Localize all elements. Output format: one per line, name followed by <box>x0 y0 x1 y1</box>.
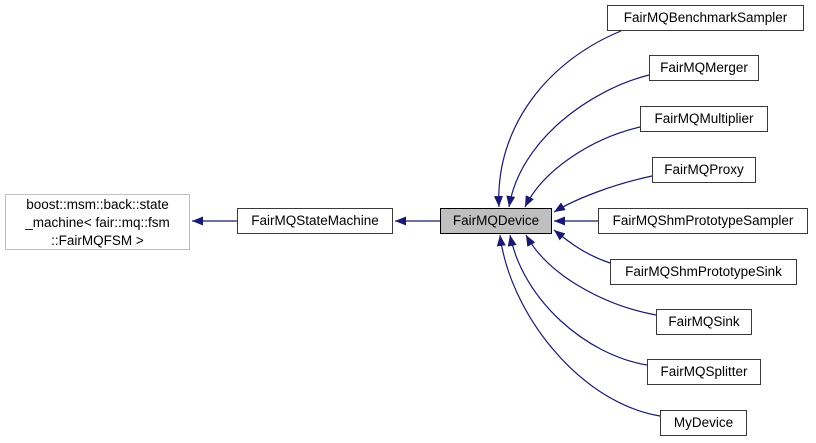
node-fairmqsplitter[interactable]: FairMQSplitter <box>647 359 761 385</box>
node-fairmqmultiplier[interactable]: FairMQMultiplier <box>640 106 768 132</box>
edge-splitter-to-device <box>507 234 648 366</box>
edge-benchmarksampler-to-device <box>493 30 622 208</box>
node-fairmqbenchmarksampler[interactable]: FairMQBenchmarkSampler <box>607 5 804 31</box>
node-fairmqproxy[interactable]: FairMQProxy <box>652 157 756 183</box>
edge-merger-to-device <box>506 74 650 208</box>
node-fairmqsink[interactable]: FairMQSink <box>656 309 752 335</box>
node-mydevice[interactable]: MyDevice <box>660 410 747 436</box>
node-fairmqdevice: FairMQDevice <box>440 208 552 234</box>
edge-shmprototypesink-to-device <box>553 229 611 264</box>
node-fairmqshmprototypesampler[interactable]: FairMQShmPrototypeSampler <box>598 208 808 234</box>
node-boost-msm-state-machine: boost::msm::back::state _machine< fair::… <box>5 194 190 250</box>
node-fairmqmerger[interactable]: FairMQMerger <box>649 55 759 81</box>
edge-multiplier-to-device <box>524 126 641 208</box>
node-fairmqshmprototypesink[interactable]: FairMQShmPrototypeSink <box>610 259 797 285</box>
node-fairmqstatemachine[interactable]: FairMQStateMachine <box>237 208 393 234</box>
edge-mydevice-to-device <box>496 234 661 417</box>
edge-sink-to-device <box>525 234 657 316</box>
edge-proxy-to-device <box>553 175 653 213</box>
